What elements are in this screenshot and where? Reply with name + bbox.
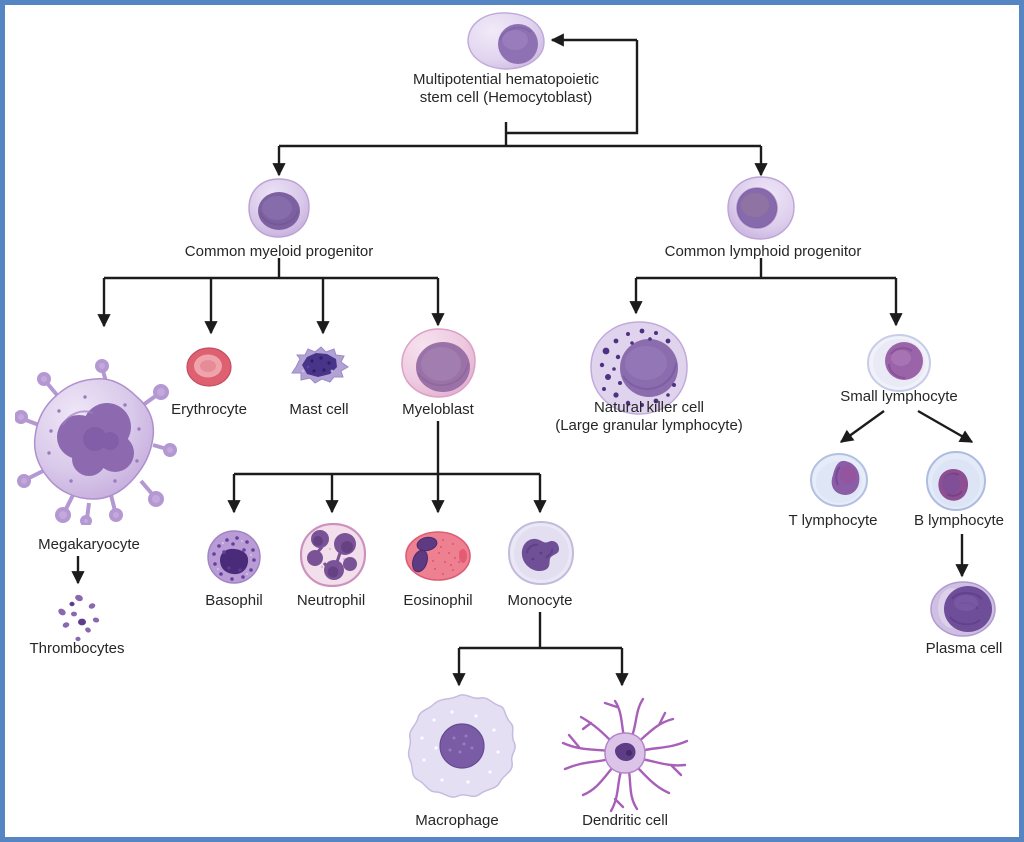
basophil-illustration [207, 530, 261, 584]
stem-cell-illustration [467, 12, 545, 70]
b-lymphocyte-label: B lymphocyte [913, 512, 1005, 529]
myeloblast-illustration [400, 328, 476, 398]
erythrocyte-illustration [186, 347, 232, 387]
stem-cell-label: Multipotential hematopoietic stem cell (… [413, 71, 599, 107]
small-lymphocyte-illustration [867, 334, 931, 392]
t-lymphocyte-illustration [810, 453, 868, 507]
dendritic-cell-label: Dendritic cell [582, 812, 668, 829]
stem-cell-label-line2: stem cell (Hemocytoblast) [419, 89, 593, 106]
monocyte-label: Monocyte [507, 592, 573, 609]
plasma-cell-illustration [930, 581, 996, 637]
megakaryocyte-illustration [15, 353, 177, 525]
lineage-connectors [71, 33, 974, 687]
mast-cell-label: Mast cell [289, 401, 349, 418]
basophil-label: Basophil [205, 592, 263, 609]
eosinophil-illustration [405, 531, 471, 581]
lymphoid-progenitor-label: Common lymphoid progenitor [664, 243, 862, 260]
eosinophil-label: Eosinophil [403, 592, 473, 609]
myeloblast-label: Myeloblast [402, 401, 474, 418]
macrophage-label: Macrophage [415, 812, 499, 829]
mast-cell-illustration [288, 343, 350, 385]
thrombocytes-illustration [52, 592, 106, 644]
dendritic-cell-illustration [557, 691, 693, 817]
neutrophil-illustration [300, 523, 366, 587]
natural-killer-cell-label-line1: Natural killer cell [593, 399, 705, 416]
lymphoid-progenitor-illustration [727, 176, 795, 240]
myeloid-progenitor-label: Common myeloid progenitor [184, 243, 374, 260]
monocyte-illustration [508, 521, 574, 585]
thrombocytes-label: Thrombocytes [29, 640, 125, 657]
natural-killer-cell-label: Natural killer cell (Large granular lymp… [555, 399, 743, 435]
b-lymphocyte-illustration [926, 451, 986, 511]
megakaryocyte-label: Megakaryocyte [38, 536, 140, 553]
plasma-cell-label: Plasma cell [925, 640, 1003, 657]
neutrophil-label: Neutrophil [296, 592, 366, 609]
natural-killer-cell-label-line2: (Large granular lymphocyte) [555, 417, 743, 434]
t-lymphocyte-label: T lymphocyte [788, 512, 878, 529]
small-lymphocyte-label: Small lymphocyte [840, 388, 958, 405]
stem-cell-label-line1: Multipotential hematopoietic [413, 71, 599, 88]
natural-killer-cell-illustration [590, 321, 688, 415]
myeloid-progenitor-illustration [248, 178, 310, 238]
erythrocyte-label: Erythrocyte [171, 401, 247, 418]
macrophage-illustration [400, 692, 522, 806]
